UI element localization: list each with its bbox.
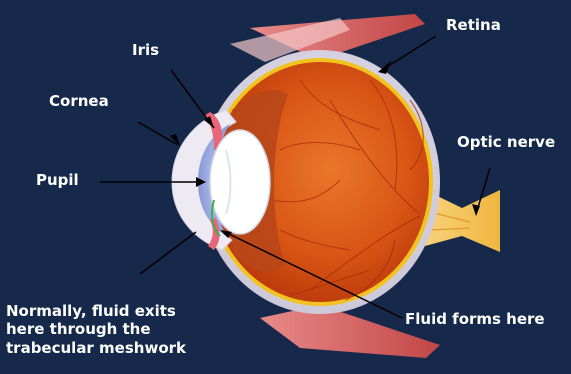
- cornea-label: Cornea: [49, 92, 109, 110]
- lens: [210, 130, 270, 234]
- fluid-forms-label: Fluid forms here: [405, 310, 545, 328]
- fluid-exit-label: Normally, fluid exits here through the t…: [6, 302, 186, 357]
- optic-nerve-label: Optic nerve: [457, 133, 555, 151]
- pupil-label: Pupil: [36, 171, 79, 189]
- iris-label: Iris: [132, 41, 159, 59]
- fluid-exit-line-3: trabecular meshwork: [6, 339, 186, 357]
- retina-label: Retina: [446, 16, 501, 34]
- fluid-exit-line-2: here through the: [6, 320, 186, 338]
- fluid-exit-line-1: Normally, fluid exits: [6, 302, 186, 320]
